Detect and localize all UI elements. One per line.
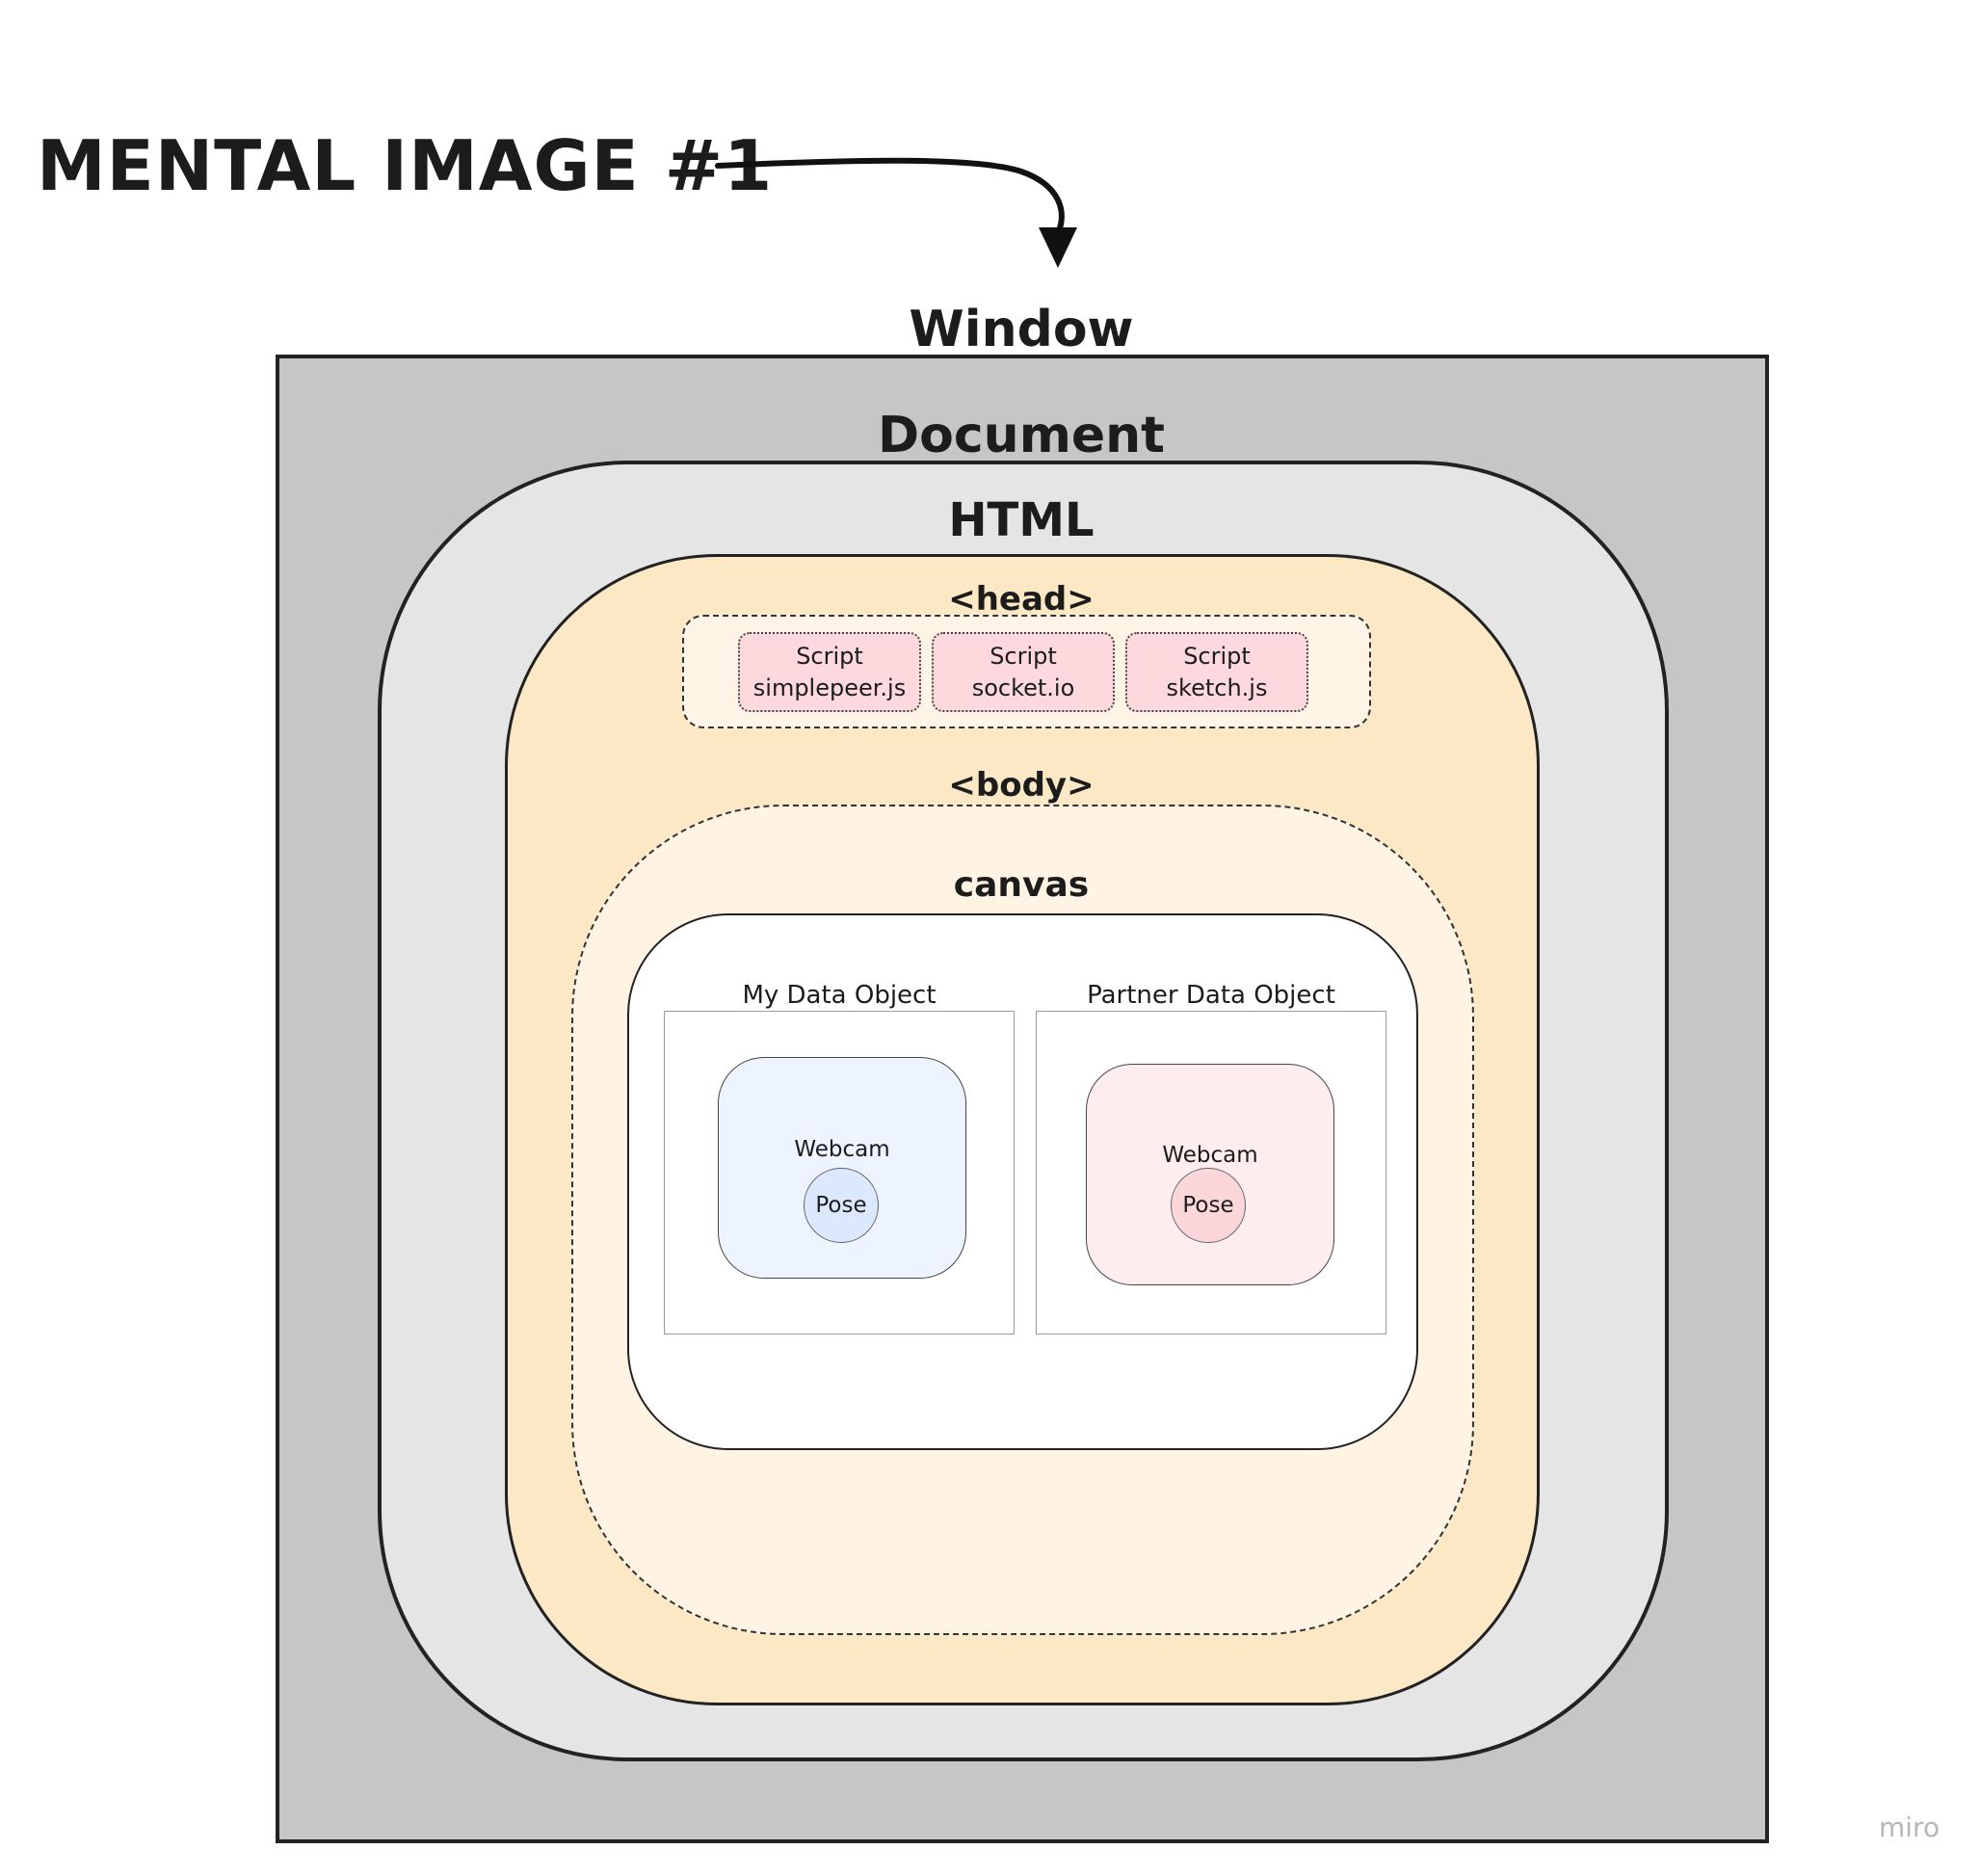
window-label: Window (909, 301, 1134, 358)
my-webcam-label: Webcam (794, 1137, 890, 1162)
partner-data-object-label: Partner Data Object (1087, 981, 1335, 1010)
script-name-label: simplepeer.js (752, 674, 907, 701)
script-type-label: Script (796, 642, 863, 670)
body-label: <body> (948, 766, 1095, 805)
my-pose-circle: Pose (804, 1168, 879, 1243)
partner-pose-label: Pose (1182, 1193, 1234, 1218)
partner-pose-circle: Pose (1171, 1168, 1246, 1243)
my-data-object-label: My Data Object (742, 981, 937, 1010)
script-type-label: Script (1183, 642, 1251, 670)
pointer-arrow (715, 157, 1077, 268)
script-name-label: sketch.js (1166, 674, 1268, 701)
partner-webcam-label: Webcam (1162, 1143, 1258, 1168)
script-name-label: socket.io (971, 674, 1075, 701)
html-label: HTML (948, 493, 1095, 547)
miro-watermark: miro (1879, 1811, 1940, 1843)
script-sketch: Script sketch.js (1125, 632, 1308, 712)
diagram-title: MENTAL IMAGE #1 (37, 125, 774, 206)
canvas-label: canvas (953, 865, 1090, 905)
script-type-label: Script (990, 642, 1057, 670)
head-label: <head> (948, 580, 1095, 619)
script-socketio: Script socket.io (932, 632, 1115, 712)
my-pose-label: Pose (815, 1193, 867, 1218)
document-label: Document (877, 407, 1166, 464)
script-simplepeer: Script simplepeer.js (738, 632, 921, 712)
